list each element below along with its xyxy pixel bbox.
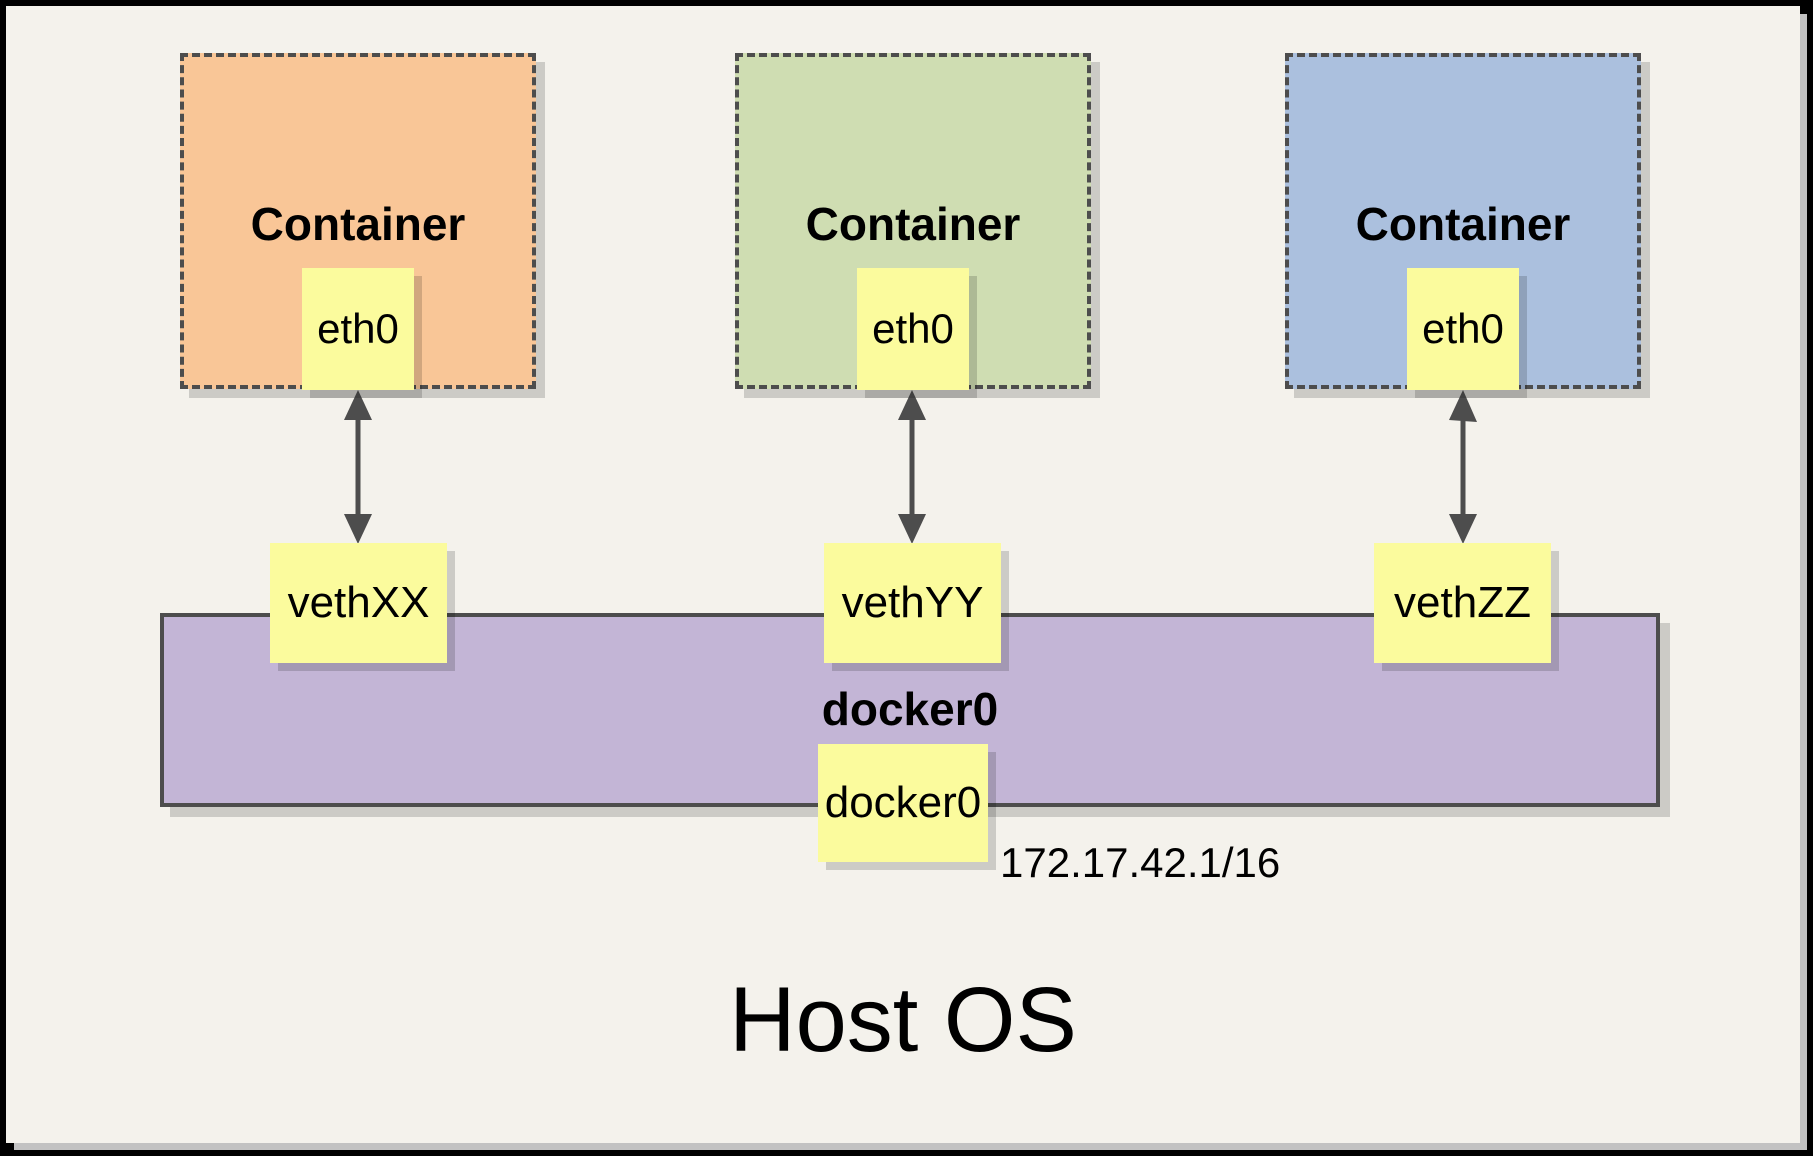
vethxx-label: vethXX bbox=[287, 578, 430, 627]
container-2-eth0-chip: eth0 bbox=[857, 268, 969, 390]
host-os-label: Host OS bbox=[729, 969, 1077, 1071]
vethyy-label: vethYY bbox=[841, 578, 984, 627]
container-box-3: Container eth0 bbox=[1285, 53, 1641, 390]
vethzz-chip: vethZZ bbox=[1374, 543, 1551, 663]
container-3-eth0-label: eth0 bbox=[1422, 305, 1504, 352]
container-1-eth0-label: eth0 bbox=[317, 305, 399, 352]
container-1-eth0-chip: eth0 bbox=[302, 268, 414, 390]
vethzz-label: vethZZ bbox=[1394, 578, 1531, 627]
container-2-title: Container bbox=[805, 198, 1021, 250]
diagram-page: Container eth0 Container eth0 Container … bbox=[6, 6, 1800, 1143]
docker0-ip-address: 172.17.42.1/16 bbox=[1000, 839, 1281, 886]
vethyy-chip: vethYY bbox=[824, 543, 1001, 663]
eth0-veth-link-arrow-1 bbox=[344, 390, 372, 544]
container-box-1: Container eth0 bbox=[180, 53, 536, 390]
container-1-title: Container bbox=[250, 198, 466, 250]
container-2-eth0-label: eth0 bbox=[872, 305, 954, 352]
docker0-interface-label: docker0 bbox=[824, 778, 982, 827]
container-3-eth0-chip: eth0 bbox=[1407, 268, 1519, 390]
docker0-bridge-label: docker0 bbox=[821, 683, 999, 735]
docker0-interface-chip: docker0 bbox=[818, 744, 988, 862]
container-3-title: Container bbox=[1355, 198, 1571, 250]
eth0-veth-link-arrow-2 bbox=[898, 390, 926, 544]
eth0-veth-link-arrow-3 bbox=[1449, 390, 1477, 544]
container-box-2: Container eth0 bbox=[735, 53, 1091, 390]
vethxx-chip: vethXX bbox=[270, 543, 447, 663]
